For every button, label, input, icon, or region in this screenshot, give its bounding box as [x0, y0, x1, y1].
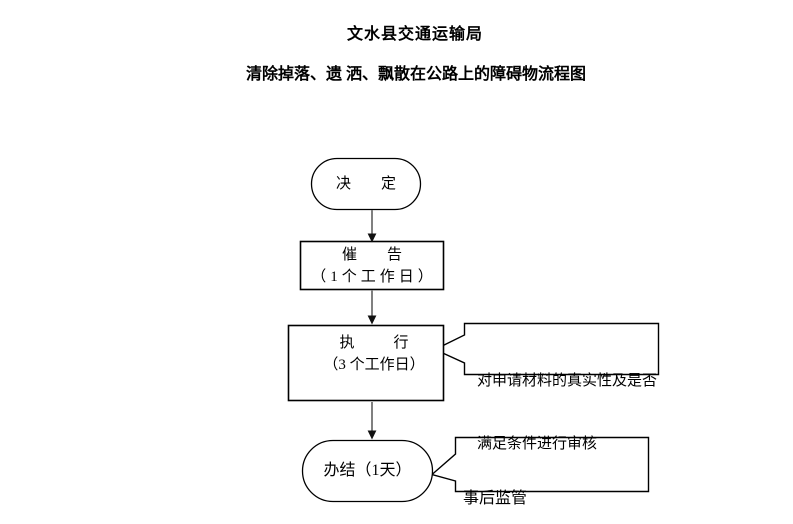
arrow-cuigao-to-zhixing: [367, 290, 377, 325]
process-cuigao-shape: [299, 240, 445, 291]
zhixing-label-line2: （3 个工作日）: [323, 357, 425, 373]
arrow-decide-to-cuigao: [367, 210, 377, 243]
cuigao-label-line1: 催 告: [341, 246, 402, 263]
terminator-decide-shape: [310, 157, 422, 211]
callout-review-line1: 对申请材料的真实性及是否: [477, 373, 658, 389]
arrow-zhixing-to-banjie: [367, 402, 377, 440]
banjie-label-text: 办结（1天）: [323, 462, 412, 479]
callout-supervision-shape: [430, 436, 650, 493]
decide-node-label: 决 定: [311, 158, 421, 210]
cuigao-node-label: 催 告 （1个工作日）: [300, 241, 444, 290]
callout-review-line2: 满足条件进行审核: [477, 436, 598, 452]
cuigao-label-line2: （1个工作日）: [311, 268, 437, 285]
page-subtitle: 清除掉落、遗 洒、飘散在公路上的障碍物流程图: [245, 66, 586, 83]
process-zhixing-shape: [287, 324, 445, 402]
zhixing-node-label: 执 行 （3 个工作日）: [296, 325, 452, 401]
callout-supervision-text: 事后监管: [463, 490, 528, 507]
page-title: 文水县交通运输局: [346, 26, 483, 43]
callout-review-shape: [433, 322, 660, 376]
terminator-banjie-shape: [301, 439, 434, 503]
banjie-node-label: 办结（1天）: [302, 440, 433, 502]
callout-supervision-label: 事后监管: [463, 446, 643, 524]
zhixing-label-line1: 执 行: [339, 335, 412, 351]
callout-review-label: 对申请材料的真实性及是否 满足条件进行审核: [477, 329, 659, 497]
decide-label-text: 决 定: [335, 176, 396, 192]
